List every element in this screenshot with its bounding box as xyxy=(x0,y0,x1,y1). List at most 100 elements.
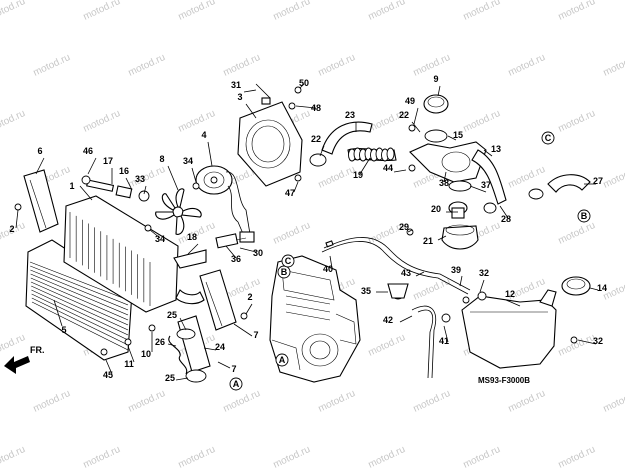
ref-marker-label: C xyxy=(285,256,292,266)
callout-c39: 39 xyxy=(451,265,461,275)
watermark-text: motod.ru xyxy=(317,388,357,415)
watermark-text: motod.ru xyxy=(602,164,625,191)
callout-c41: 41 xyxy=(439,336,449,346)
watermark-text: motod.ru xyxy=(557,332,597,359)
watermark-text: motod.ru xyxy=(507,388,547,415)
callout-c1: 1 xyxy=(69,181,74,191)
diagram-code: MS93-F3000B xyxy=(478,376,530,385)
callout-c49: 49 xyxy=(405,96,415,106)
callout-c22a: 22 xyxy=(311,134,321,144)
watermark-text: motod.ru xyxy=(0,444,27,468)
watermark-text: motod.ru xyxy=(82,444,122,468)
watermark-text: motod.ru xyxy=(82,0,122,23)
callout-c43: 43 xyxy=(401,268,411,278)
callout-c45: 45 xyxy=(103,370,113,380)
callout-c2b: 2 xyxy=(247,292,252,302)
callout-c16: 16 xyxy=(119,166,129,176)
callout-c32b: 32 xyxy=(593,336,603,346)
callout-c32a: 32 xyxy=(479,268,489,278)
callout-c29: 29 xyxy=(399,222,409,232)
watermark-text: motod.ru xyxy=(557,444,597,468)
watermark-text: motod.ru xyxy=(557,0,597,23)
ref-marker-rB1: B xyxy=(277,265,291,279)
callout-c12: 12 xyxy=(505,289,515,299)
front-direction-arrow: FR. xyxy=(4,345,45,374)
watermark-text: motod.ru xyxy=(367,332,407,359)
callout-c17: 17 xyxy=(103,156,113,166)
watermark-text: motod.ru xyxy=(0,0,27,23)
watermark-text: motod.ru xyxy=(412,52,452,79)
callout-c50: 50 xyxy=(299,78,309,88)
ref-marker-rA2: A xyxy=(229,377,243,391)
callout-c19: 19 xyxy=(353,170,363,180)
callout-c24: 24 xyxy=(215,342,225,352)
radiator-core xyxy=(63,195,179,313)
mount-bolt-assembly xyxy=(14,175,150,211)
watermark-text: motod.ru xyxy=(0,108,27,135)
callout-c33: 33 xyxy=(135,174,145,184)
watermark-text: motod.ru xyxy=(367,444,407,468)
callout-c44: 44 xyxy=(383,163,393,173)
callout-c15: 15 xyxy=(453,130,463,140)
watermark-text: motod.ru xyxy=(127,388,167,415)
thermo-switch xyxy=(173,233,247,269)
leader-lines xyxy=(15,83,599,381)
fan-motor xyxy=(195,165,255,243)
watermark-text: motod.ru xyxy=(222,52,262,79)
callout-c28: 28 xyxy=(501,214,511,224)
watermark-text: motod.ru xyxy=(557,220,597,247)
watermark-text: motod.ru xyxy=(127,164,167,191)
ref-marker-rA1: A xyxy=(275,353,289,367)
callout-c20: 20 xyxy=(431,204,441,214)
watermark-text: motod.ru xyxy=(272,220,312,247)
watermark-text: motod.ru xyxy=(317,164,357,191)
watermark-text: motod.ru xyxy=(602,388,625,415)
callout-c13: 13 xyxy=(491,144,501,154)
callout-c31: 31 xyxy=(231,80,241,90)
bypass-hose xyxy=(528,174,591,200)
callout-c9: 9 xyxy=(433,74,438,84)
callout-c11: 11 xyxy=(124,359,134,369)
callout-c40: 40 xyxy=(323,264,333,274)
ref-marker-label: B xyxy=(281,267,288,277)
watermark-text: motod.ru xyxy=(127,52,167,79)
callout-c10: 10 xyxy=(141,349,151,359)
coolant-reserve-tank xyxy=(387,276,591,379)
callout-c30: 30 xyxy=(253,248,263,258)
watermark-text: motod.ru xyxy=(82,108,122,135)
watermark-text: motod.ru xyxy=(557,108,597,135)
thermostat-housing xyxy=(408,94,507,214)
watermark-text: motod.ru xyxy=(177,444,217,468)
callout-c3: 3 xyxy=(237,92,242,102)
ref-marker-label: C xyxy=(545,133,552,143)
callout-c5: 5 xyxy=(61,325,66,335)
watermark-text: motod.ru xyxy=(32,388,72,415)
watermark-text: motod.ru xyxy=(367,0,407,23)
watermark-text: motod.ru xyxy=(507,52,547,79)
fan-shroud xyxy=(237,83,303,187)
callout-c8: 8 xyxy=(159,154,164,164)
callout-c7b: 7 xyxy=(231,364,236,374)
ref-marker-label: A xyxy=(279,355,286,365)
watermark-text: motod.ru xyxy=(272,444,312,468)
watermark-text: motod.ru xyxy=(412,276,452,303)
callout-c34b: 34 xyxy=(155,234,165,244)
cooling-fan-blade xyxy=(155,188,202,235)
upper-hose xyxy=(309,121,397,167)
watermark-text: motod.ru xyxy=(602,52,625,79)
callout-c46: 46 xyxy=(83,146,93,156)
watermark-text: motod.ru xyxy=(462,444,502,468)
callout-c37: 37 xyxy=(481,180,491,190)
watermark-text: motod.ru xyxy=(0,332,27,359)
callout-c7a: 7 xyxy=(253,330,258,340)
callout-labels: 1223456778910111213141516171819202122222… xyxy=(9,74,607,383)
small-bolts xyxy=(100,86,414,356)
siphon-tube xyxy=(321,237,471,295)
callout-c48: 48 xyxy=(311,103,321,113)
watermark-text: motod.ru xyxy=(222,388,262,415)
watermark-text: motod.ru xyxy=(507,164,547,191)
callout-c27: 27 xyxy=(593,176,603,186)
callout-c18: 18 xyxy=(187,232,197,242)
